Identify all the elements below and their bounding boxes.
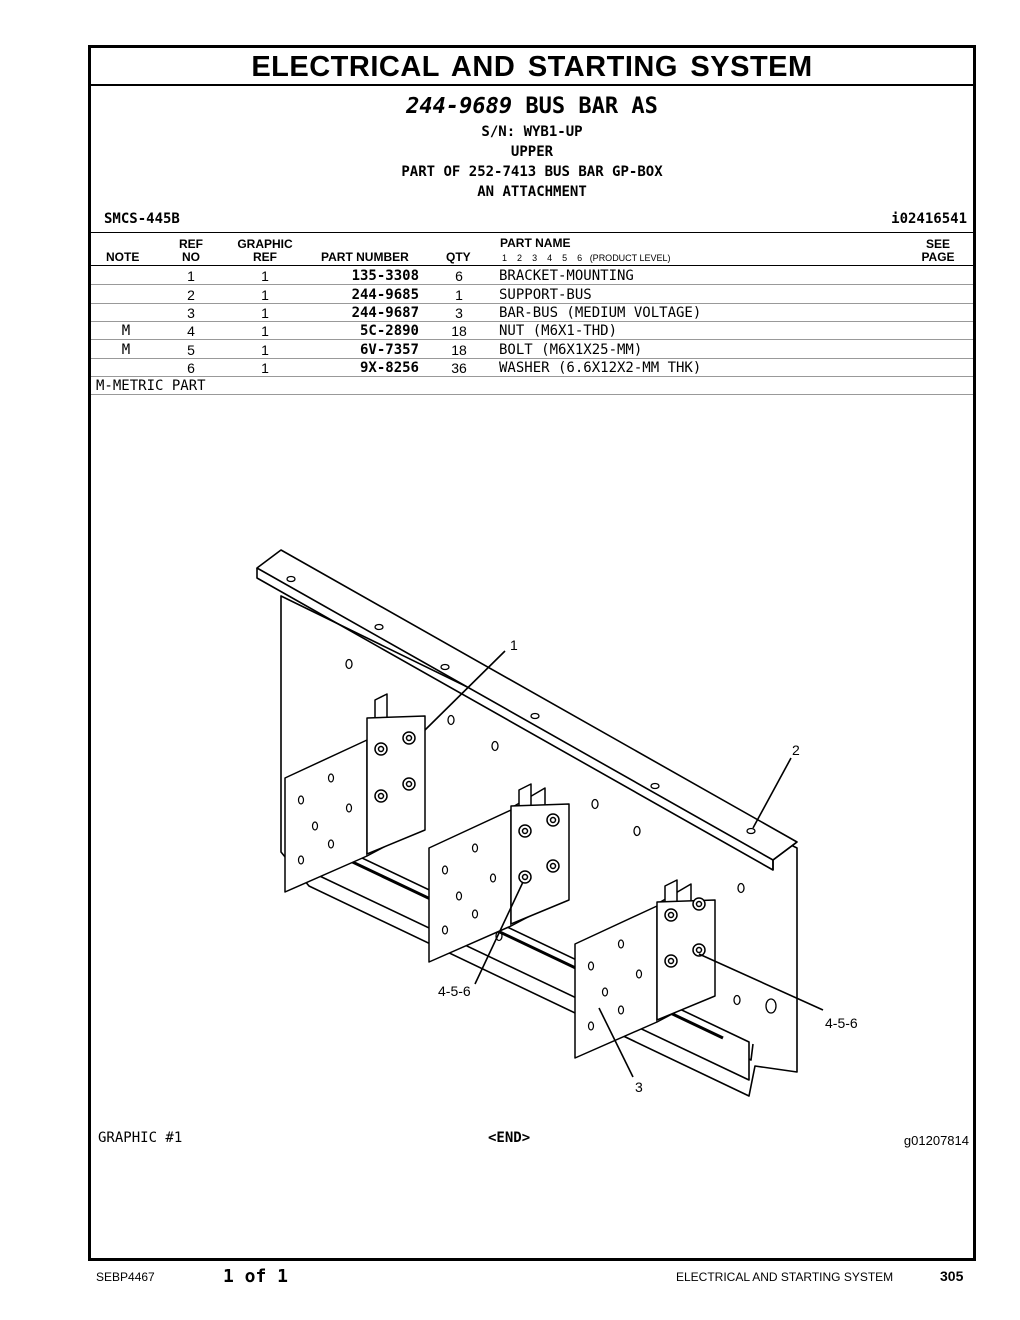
row-ref: 3 [187,305,195,321]
col-part-number: PART NUMBER [321,250,409,264]
callout-2: 2 [792,742,800,758]
row-qty: 36 [451,360,467,376]
row-part-number: 6V-7357 [359,342,419,358]
product-level-2: 2 [517,253,523,263]
assembly-part-number: 244-9689 [406,94,513,119]
assembly-serial: S/N: WYB1-UP [481,124,583,140]
footer-page-number: 305 [940,1268,964,1284]
row-rule [91,376,973,377]
callout-3: 3 [635,1079,643,1095]
product-level-6: 6 [577,253,583,263]
row-ref: 4 [187,323,195,339]
product-level-3: 3 [532,253,538,263]
col-graphic-bottom: REF [253,250,277,264]
metric-note: M-METRIC PART [96,378,206,394]
footer-page-count: 1 of 1 [223,1266,289,1287]
row-graphic-ref: 1 [261,305,269,321]
assembly-part-of: PART OF 252-7413 BUS BAR GP-BOX [401,164,663,180]
graphic-label: GRAPHIC #1 [98,1130,183,1146]
table-top-rule [91,232,973,233]
row-qty: 6 [455,268,463,284]
row-rule [91,321,973,322]
row-part-name: BAR-BUS (MEDIUM VOLTAGE) [499,305,702,321]
callout-4-5-6-right: 4-5-6 [825,1015,858,1031]
row-graphic-ref: 1 [261,342,269,358]
section-title: ELECTRICAL AND STARTING SYSTEM [91,48,973,86]
row-graphic-ref: 1 [261,360,269,376]
graphic-code: g01207814 [903,1133,969,1148]
row-ref: 6 [187,360,195,376]
row-part-name: BOLT (M6X1X25-MM) [499,342,643,358]
row-rule [91,339,973,340]
callout-1: 1 [510,637,518,653]
row-ref: 5 [187,342,195,358]
callout-4-5-6-left: 4-5-6 [438,983,471,999]
row-rule [91,303,973,304]
row-graphic-ref: 1 [261,287,269,303]
col-ref-bottom: NO [182,250,200,264]
row-part-number: 5C-2890 [359,323,419,339]
col-see-top: SEE [925,237,950,251]
row-part-name: NUT (M6X1-THD) [499,323,618,339]
row-part-number: 9X-8256 [359,360,419,376]
row-rule [91,394,973,395]
product-level-4: 4 [547,253,553,263]
row-part-number: 135-3308 [351,268,419,284]
assembly-position: UPPER [510,144,554,160]
assembly-heading: 244-9689 BUS BAR AS [91,94,973,119]
document-id: i02416541 [891,211,967,227]
assembly-name: BUS BAR AS [525,94,658,119]
row-rule [91,358,973,359]
col-see-bottom: PAGE [921,250,955,264]
footer-section: ELECTRICAL AND STARTING SYSTEM [676,1270,894,1284]
row-qty: 18 [451,342,467,358]
row-part-name: WASHER (6.6X12X2-MM THK) [499,360,702,376]
row-part-number: 244-9685 [351,287,419,303]
row-ref: 2 [187,287,195,303]
row-rule [91,284,973,285]
col-ref-top: REF [179,237,203,251]
row-qty: 1 [455,287,463,303]
col-see-page: SEE PAGE [913,238,963,264]
product-level-1: 1 [502,253,508,263]
row-part-name: BRACKET-MOUNTING [499,268,634,284]
row-graphic-ref: 1 [261,323,269,339]
header-rule [91,265,973,266]
end-marker: <END> [488,1130,531,1146]
page-frame: ELECTRICAL AND STARTING SYSTEM 244-9689 … [88,45,976,1261]
bus-bar-illustration: 1 2 3 4-5-6 4-5-6 [256,549,858,1097]
row-part-name: SUPPORT-BUS [499,287,592,303]
row-note: M [121,323,131,339]
product-levels: 1 2 3 4 5 6 (PRODUCT LEVEL) [502,253,671,263]
col-part-name: PART NAME [500,236,571,250]
col-qty: QTY [446,250,471,264]
col-note: NOTE [106,250,140,264]
row-qty: 3 [455,305,463,321]
product-level-label: (PRODUCT LEVEL) [589,253,671,263]
row-qty: 18 [451,323,467,339]
row-note: M [121,342,131,358]
col-graphic-ref: GRAPHIC REF [231,238,299,264]
col-ref-no: REF NO [177,238,205,264]
row-ref: 1 [187,268,195,284]
product-level-5: 5 [562,253,568,263]
col-graphic-top: GRAPHIC [237,237,293,251]
assembly-attachment: AN ATTACHMENT [477,184,587,200]
row-part-number: 244-9687 [351,305,419,321]
smcs-code: SMCS-445B [104,211,180,227]
footer-doc-number: SEBP4467 [96,1270,155,1284]
row-graphic-ref: 1 [261,268,269,284]
